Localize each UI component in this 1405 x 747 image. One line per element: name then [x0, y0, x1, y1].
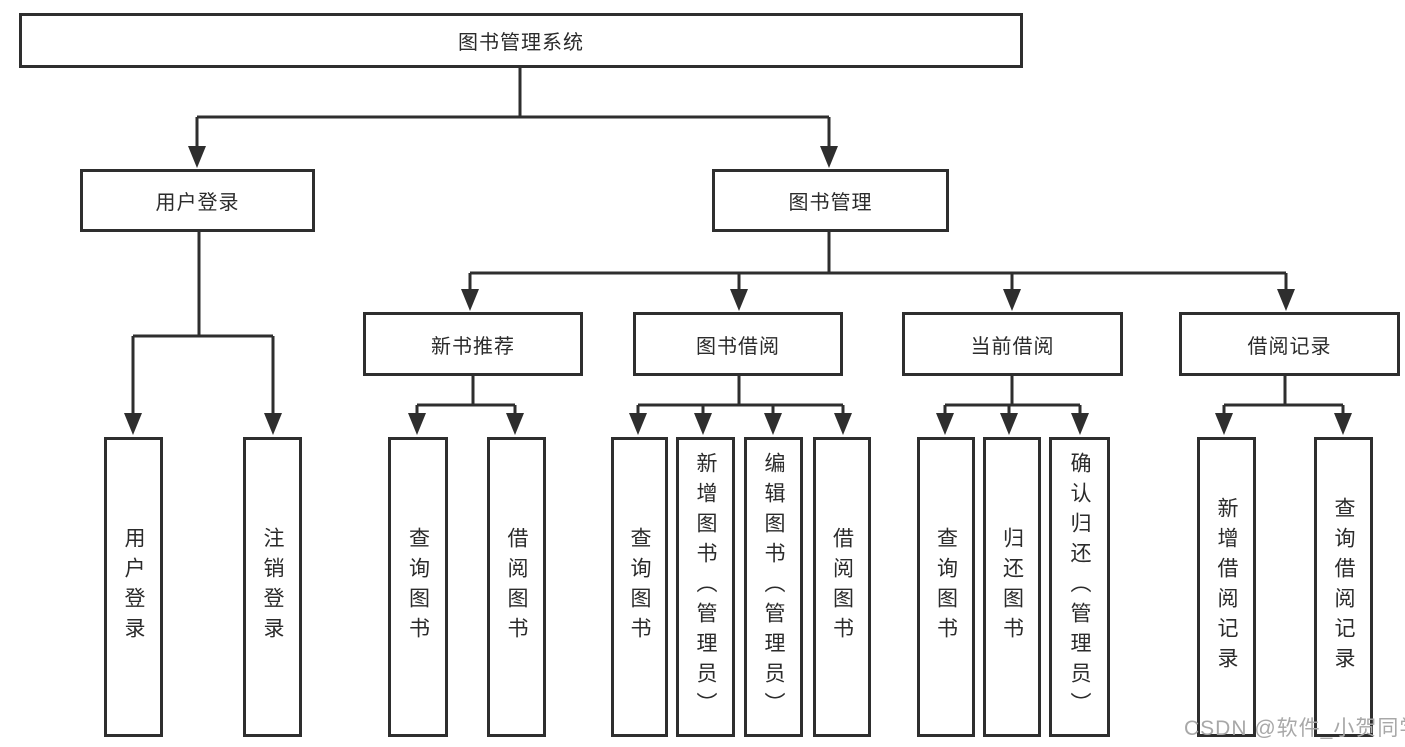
node-book-borrow: 图书借阅 — [633, 312, 843, 376]
node-root: 图书管理系统 — [19, 13, 1023, 68]
csdn-watermark: CSDN @软件_小贺同学 — [1184, 717, 1405, 740]
node-user-login: 用户登录 — [80, 169, 315, 232]
node-book-management: 图书管理 — [712, 169, 949, 232]
leaf-logout-login: 注销登录 — [243, 437, 302, 737]
leaf-edit-books-admin: 编辑图书（管理员） — [744, 437, 803, 737]
leaf-recommend-borrow-books: 借阅图书 — [487, 437, 546, 737]
connector-paths — [131, 68, 1345, 418]
node-new-book-recommend: 新书推荐 — [363, 312, 583, 376]
leaf-add-books-admin: 新增图书（管理员） — [676, 437, 735, 737]
leaf-confirm-return-admin: 确认归还（管理员） — [1049, 437, 1110, 737]
leaf-user-login: 用户登录 — [104, 437, 163, 737]
arrowhead-icons — [124, 146, 1352, 435]
leaf-recommend-query-books: 查询图书 — [388, 437, 448, 737]
node-current-borrow: 当前借阅 — [902, 312, 1123, 376]
node-borrow-records: 借阅记录 — [1179, 312, 1400, 376]
leaf-add-borrow-record: 新增借阅记录 — [1197, 437, 1256, 737]
leaf-query-borrow-record: 查询借阅记录 — [1314, 437, 1373, 737]
leaf-return-books: 归还图书 — [983, 437, 1041, 737]
leaf-current-query-books: 查询图书 — [917, 437, 975, 737]
leaf-borrow-books: 借阅图书 — [813, 437, 871, 737]
leaf-borrow-query-books: 查询图书 — [611, 437, 668, 737]
